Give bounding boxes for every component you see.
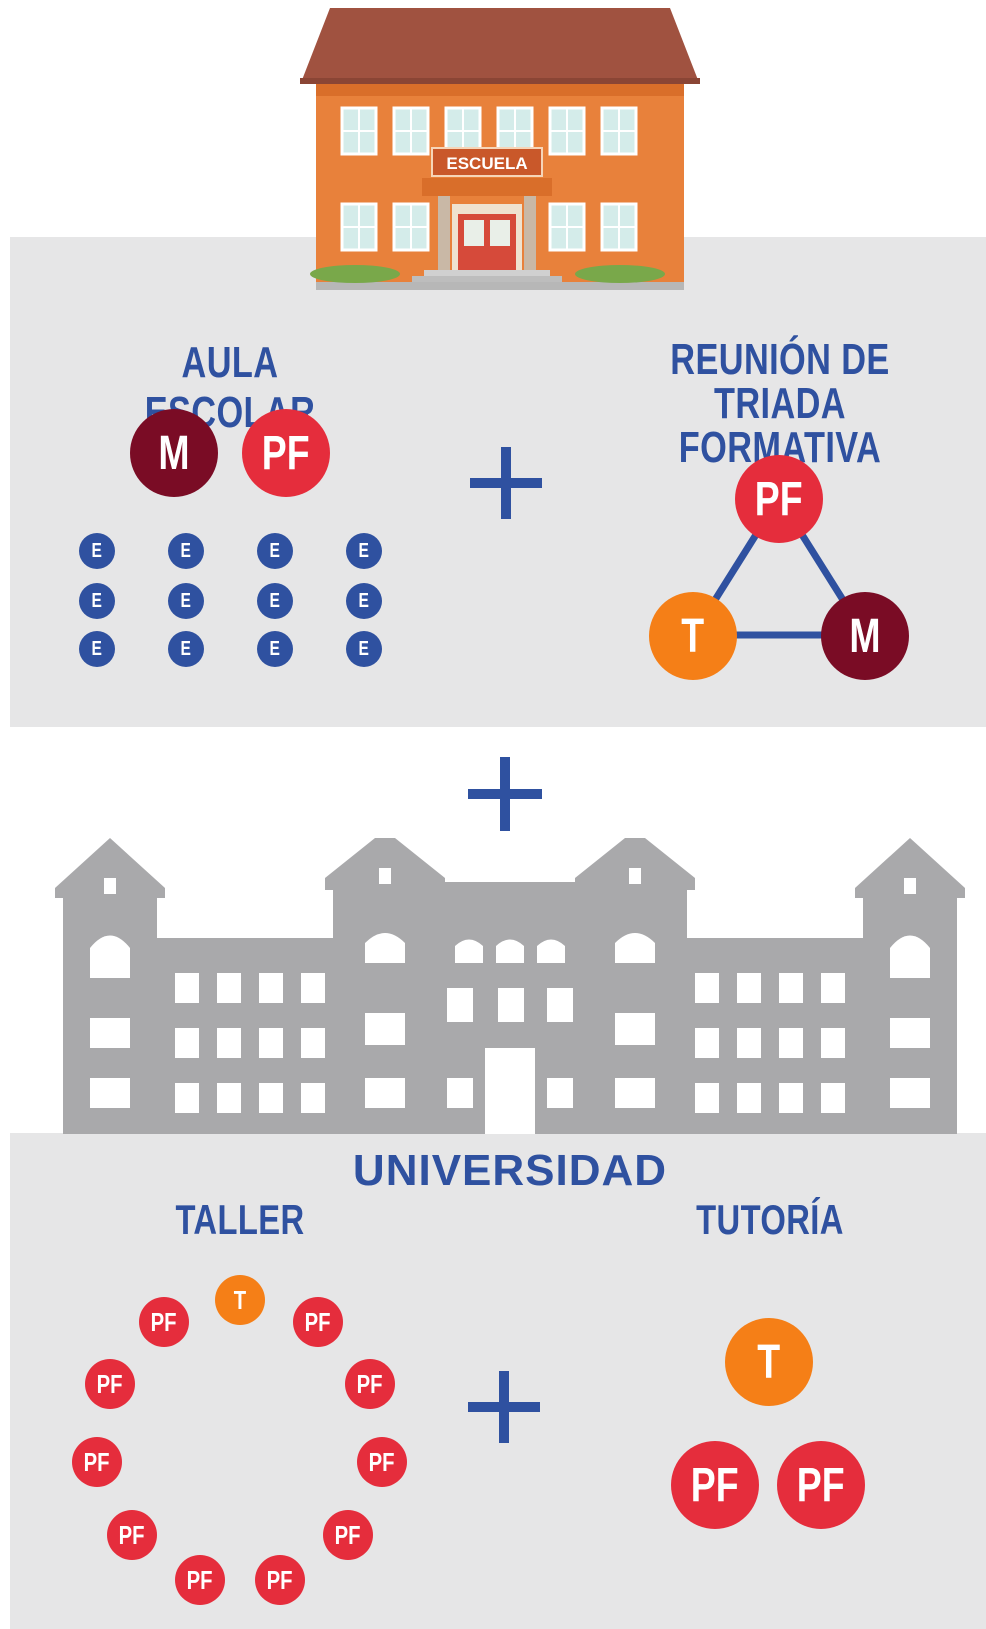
taller-pf-label: PF (267, 1564, 293, 1595)
tutoria-pf-circle: PF (671, 1441, 759, 1529)
student-label: E (358, 589, 370, 612)
taller-pf-circle: PF (139, 1297, 189, 1347)
taller-pf-label: PF (119, 1519, 145, 1550)
triada-t-label: T (681, 609, 705, 663)
triada-pf-circle: PF (735, 455, 823, 543)
triada-t-circle: T (649, 592, 737, 680)
student-label: E (269, 637, 281, 660)
university-panel (10, 1133, 986, 1629)
taller-t-label: T (233, 1284, 247, 1315)
tutoria-pf-label: PF (691, 1458, 739, 1512)
school-building-icon: ESCUELA (300, 8, 700, 290)
taller-title: TALLER (175, 1196, 305, 1243)
tutoria-pf-circle: PF (777, 1441, 865, 1529)
student-circle: E (79, 533, 115, 569)
student-circle: E (346, 583, 382, 619)
tutoria-t-circle: T (725, 1318, 813, 1406)
triada-title-line1: REUNIÓN DE TRIADA (670, 335, 890, 428)
aula-m-label: M (158, 426, 190, 480)
student-label: E (180, 539, 192, 562)
taller-pf-circle: PF (72, 1437, 122, 1487)
taller-pf-circle: PF (255, 1555, 305, 1605)
tutoria-t-label: T (757, 1335, 781, 1389)
triada-pf-label: PF (755, 472, 803, 526)
aula-pf-circle: PF (242, 409, 330, 497)
taller-pf-label: PF (369, 1446, 395, 1477)
student-label: E (180, 589, 192, 612)
student-circle: E (257, 631, 293, 667)
student-circle: E (257, 533, 293, 569)
plus-icon (470, 447, 542, 519)
taller-pf-label: PF (305, 1306, 331, 1337)
student-circle: E (257, 583, 293, 619)
taller-t-circle: T (215, 1275, 265, 1325)
taller-pf-circle: PF (357, 1437, 407, 1487)
student-label: E (269, 589, 281, 612)
school-sign: ESCUELA (446, 154, 527, 173)
student-circle: E (168, 583, 204, 619)
university-building-icon (55, 838, 965, 1134)
plus-icon (468, 757, 542, 831)
student-label: E (91, 637, 103, 660)
taller-pf-circle: PF (175, 1555, 225, 1605)
student-label: E (91, 539, 103, 562)
triada-m-circle: M (821, 592, 909, 680)
aula-pf-label: PF (262, 426, 310, 480)
taller-pf-label: PF (97, 1368, 123, 1399)
triada-m-label: M (849, 609, 881, 663)
tutoria-title: TUTORÍA (696, 1196, 844, 1243)
student-circle: E (168, 533, 204, 569)
student-label: E (358, 637, 370, 660)
taller-pf-label: PF (84, 1446, 110, 1477)
taller-pf-circle: PF (293, 1297, 343, 1347)
student-label: E (269, 539, 281, 562)
taller-pf-circle: PF (107, 1510, 157, 1560)
taller-pf-label: PF (151, 1306, 177, 1337)
universidad-title: UNIVERSIDAD (352, 1146, 668, 1195)
taller-pf-circle: PF (345, 1359, 395, 1409)
taller-pf-circle: PF (85, 1359, 135, 1409)
tutoria-pf-label: PF (797, 1458, 845, 1512)
taller-pf-label: PF (335, 1519, 361, 1550)
taller-pf-label: PF (357, 1368, 383, 1399)
student-label: E (91, 589, 103, 612)
student-circle: E (168, 631, 204, 667)
student-circle: E (79, 631, 115, 667)
student-circle: E (346, 631, 382, 667)
plus-icon (468, 1371, 540, 1443)
aula-m-circle: M (130, 409, 218, 497)
triada-title: REUNIÓN DE TRIADA FORMATIVA (640, 338, 921, 470)
taller-pf-label: PF (187, 1564, 213, 1595)
student-label: E (358, 539, 370, 562)
taller-pf-circle: PF (323, 1510, 373, 1560)
student-circle: E (79, 583, 115, 619)
student-label: E (180, 637, 192, 660)
student-circle: E (346, 533, 382, 569)
